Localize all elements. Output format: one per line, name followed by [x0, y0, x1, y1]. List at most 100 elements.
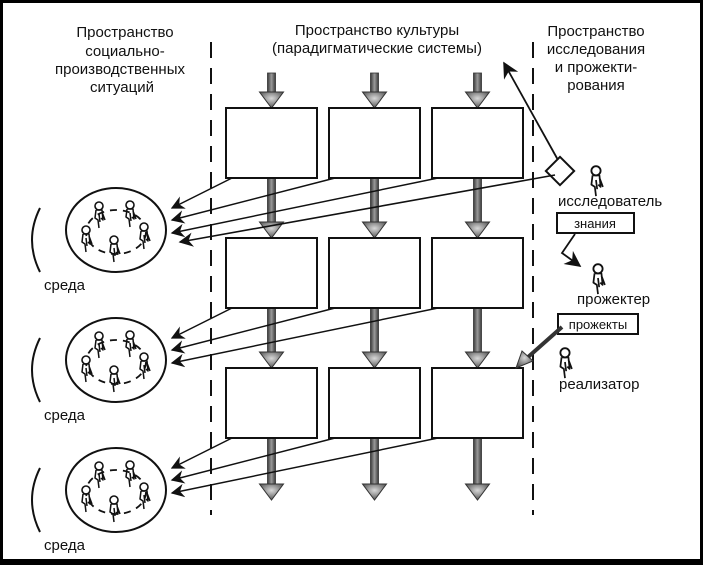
header-social-line-2: социально-: [85, 43, 165, 60]
arrow-shaft: [370, 72, 379, 93]
arrow-shaft: [267, 307, 276, 353]
flow-arrow-row-3-col-2: [361, 437, 388, 501]
paradigm-box-r2-c1: [225, 237, 318, 309]
research-to-environment-arrow: [178, 174, 556, 247]
header-social-line-3: производственных: [55, 61, 185, 78]
paradigm-box-r2-c3: [431, 237, 524, 309]
research-diamond: [544, 155, 576, 187]
person-icon: [94, 201, 106, 229]
influence-line-r2-c2: [170, 307, 336, 354]
flow-arrow-row-2-col-2: [361, 307, 388, 369]
arrow-shaft: [370, 437, 379, 485]
researcher-figure: [590, 165, 604, 197]
environment-circle: [65, 447, 167, 533]
paradigm-box-r2-c2: [328, 237, 421, 309]
input-arrow-col-3: [464, 72, 491, 109]
paradigm-box-r1-c1: [225, 107, 318, 179]
arrow-shaft: [473, 177, 482, 223]
person-icon: [592, 263, 606, 295]
environment-bracket: [31, 207, 41, 273]
person-icon: [109, 235, 121, 263]
projects-arrow: [515, 325, 564, 369]
header-research-line-1: Пространство: [547, 23, 644, 40]
input-arrow-col-1: [258, 72, 285, 109]
knowledge-arrow: [560, 233, 582, 267]
header-social-line-1: Пространство: [76, 24, 173, 41]
environment-circle: [65, 187, 167, 273]
arrow-shaft: [267, 72, 276, 93]
arrow-head: [361, 91, 388, 109]
person-icon: [125, 460, 137, 488]
flow-arrow-row-1-col-1: [258, 177, 285, 239]
paradigm-grid: [225, 107, 524, 439]
arrow-shaft: [267, 177, 276, 223]
environment-2: среда: [31, 317, 167, 424]
flow-arrow-row-2-col-3: [464, 307, 491, 369]
person-icon: [81, 485, 93, 513]
person-icon: [125, 330, 137, 358]
projects-tag: прожекты: [557, 313, 639, 335]
header-social-space: Пространство социально- производственных…: [55, 24, 185, 96]
paradigm-box-r3-c3: [431, 367, 524, 439]
environment-label: среда: [44, 277, 86, 294]
person-icon: [139, 352, 151, 380]
flow-arrow-row-3-col-1: [258, 437, 285, 501]
person-icon: [94, 331, 106, 359]
person-icon: [590, 165, 604, 197]
arrow-head: [258, 91, 285, 109]
research-to-culture-arrow: [503, 61, 559, 161]
paradigm-box-r1-c3: [431, 107, 524, 179]
flow-arrow-row-2-col-1: [258, 307, 285, 369]
input-arrow-col-2: [361, 72, 388, 109]
environments: среда среда среда: [31, 187, 167, 554]
environment-label: среда: [44, 407, 86, 424]
header-culture-space: Пространство культуры (парадигматические…: [272, 22, 482, 57]
arrow-shaft: [370, 177, 379, 223]
person-icon: [139, 222, 151, 250]
researcher-label: исследователь: [558, 193, 662, 210]
flow-arrow-row-3-col-3: [464, 437, 491, 501]
influence-line-r3-c1: [170, 437, 233, 469]
flow-arrow-row-1-col-2: [361, 177, 388, 239]
person-icon: [109, 365, 121, 393]
projects-tag-label: прожекты: [569, 317, 627, 332]
environment-label: среда: [44, 537, 86, 554]
arrow-head: [361, 221, 388, 239]
arrow-head: [361, 351, 388, 369]
header-research-space: Пространство исследования и прожекти- ро…: [547, 23, 645, 94]
person-icon: [81, 225, 93, 253]
knowledge-tag: знания: [556, 212, 635, 234]
arrow-head: [361, 483, 388, 501]
paradigm-box-r3-c1: [225, 367, 318, 439]
person-icon: [109, 495, 121, 523]
environment-bracket: [31, 337, 41, 403]
influence-line-r3-c3: [170, 437, 439, 498]
arrow-head: [464, 483, 491, 501]
flow-arrows: [258, 72, 491, 501]
arrow-shaft: [473, 437, 482, 485]
influence-line-r1-c3: [170, 177, 439, 238]
arrow-shaft: [473, 72, 482, 93]
header-research-line-4: рования: [567, 77, 625, 94]
influence-line-r1-c2: [170, 177, 336, 224]
paradigm-box-r3-c2: [328, 367, 421, 439]
knowledge-tag-label: знания: [574, 216, 616, 231]
environment-1: среда: [31, 187, 167, 294]
arrow-head: [464, 91, 491, 109]
influence-line-r1-c1: [170, 177, 233, 209]
header-culture-line-2: (парадигматические системы): [272, 40, 482, 57]
influence-line-r2-c3: [170, 307, 439, 368]
arrow-shaft: [267, 437, 276, 485]
header-social-line-4: ситуаций: [90, 79, 154, 96]
header-research-line-2: исследования: [547, 41, 645, 58]
implementer-figure: [559, 347, 573, 379]
person-icon: [139, 482, 151, 510]
projector-figure: [592, 263, 606, 295]
header-research-line-3: и прожекти-: [555, 59, 638, 76]
arrow-head: [258, 483, 285, 501]
paradigm-box-r1-c2: [328, 107, 421, 179]
flow-arrow-row-1-col-3: [464, 177, 491, 239]
environment-bracket: [31, 467, 41, 533]
person-icon: [559, 347, 573, 379]
environment-circle: [65, 317, 167, 403]
